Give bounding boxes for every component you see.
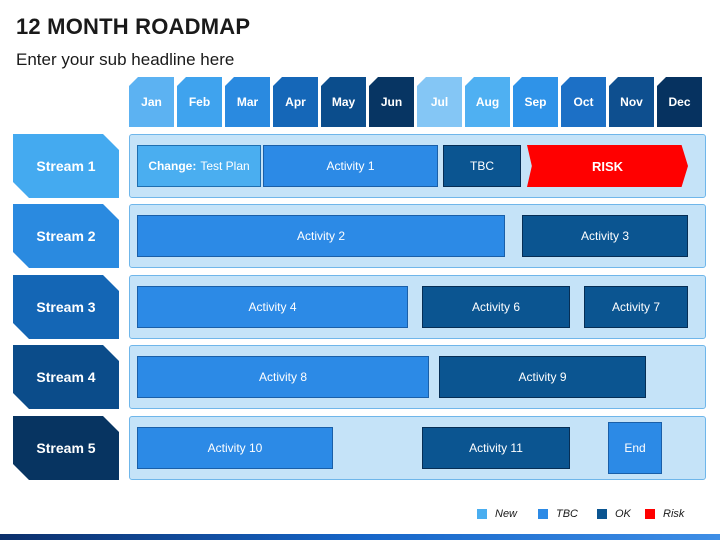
change-test-plan-bar: Change: Test Plan bbox=[137, 145, 261, 187]
legend-tbc-label: TBC bbox=[556, 508, 578, 520]
activity-9-bar: Activity 9 bbox=[439, 356, 646, 398]
legend-new: New bbox=[477, 507, 517, 521]
month-feb: Feb bbox=[177, 77, 222, 127]
month-jan: Jan bbox=[129, 77, 174, 127]
stream-5-label: Stream 5 bbox=[13, 416, 119, 480]
legend-ok: OK bbox=[597, 507, 631, 521]
month-sep: Sep bbox=[513, 77, 558, 127]
change-text: Test Plan bbox=[200, 159, 250, 173]
activity-1-bar: Activity 1 bbox=[263, 145, 438, 187]
page-title: 12 MONTH ROADMAP bbox=[16, 14, 251, 39]
activity-7-bar: Activity 7 bbox=[584, 286, 688, 328]
activity-2-bar: Activity 2 bbox=[137, 215, 505, 257]
stream-3-label: Stream 3 bbox=[13, 275, 119, 339]
legend-new-label: New bbox=[495, 508, 518, 520]
month-apr: Apr bbox=[273, 77, 318, 127]
legend-ok-label: OK bbox=[615, 508, 631, 520]
legend-risk: Risk bbox=[645, 507, 684, 521]
page-subtitle: Enter your sub headline here bbox=[16, 50, 235, 69]
month-dec: Dec bbox=[657, 77, 702, 127]
month-oct: Oct bbox=[561, 77, 606, 127]
month-may: May bbox=[321, 77, 366, 127]
month-jul: Jul bbox=[417, 77, 462, 127]
month-jun: Jun bbox=[369, 77, 414, 127]
activity-6-bar: Activity 6 bbox=[422, 286, 570, 328]
tbc-bar: TBC bbox=[443, 145, 521, 187]
risk-bar: RISK bbox=[527, 145, 688, 187]
month-nov: Nov bbox=[609, 77, 654, 127]
activity-10-bar: Activity 10 bbox=[137, 427, 333, 469]
legend-new-swatch bbox=[477, 509, 487, 519]
activity-8-bar: Activity 8 bbox=[137, 356, 429, 398]
month-mar: Mar bbox=[225, 77, 270, 127]
legend-risk-swatch bbox=[645, 509, 655, 519]
legend-tbc: TBC bbox=[538, 507, 578, 521]
legend-risk-label: Risk bbox=[663, 508, 685, 520]
activity-4-bar: Activity 4 bbox=[137, 286, 408, 328]
month-aug: Aug bbox=[465, 77, 510, 127]
legend-ok-swatch bbox=[597, 509, 607, 519]
stream-4-label: Stream 4 bbox=[13, 345, 119, 409]
legend-tbc-swatch bbox=[538, 509, 548, 519]
activity-3-bar: Activity 3 bbox=[522, 215, 688, 257]
end-bar: End bbox=[608, 422, 662, 474]
stream-1-label: Stream 1 bbox=[13, 134, 119, 198]
change-prefix: Change: bbox=[148, 159, 197, 173]
stream-2-label: Stream 2 bbox=[13, 204, 119, 268]
activity-11-bar: Activity 11 bbox=[422, 427, 570, 469]
footer-bar bbox=[0, 534, 720, 540]
